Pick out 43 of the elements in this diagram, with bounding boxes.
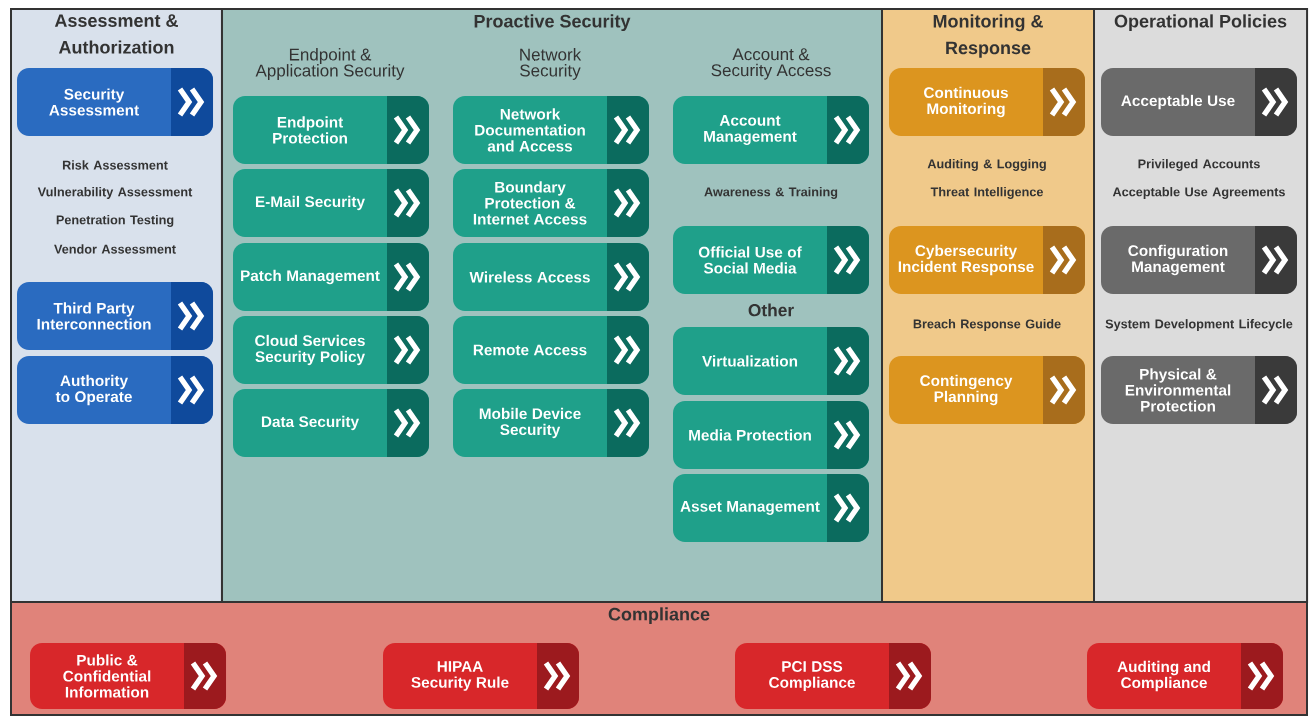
chevron-button: Cloud Services Security Policy — [233, 316, 429, 384]
chevron-button: Patch Management — [233, 243, 429, 311]
item-text: Awareness & Training — [704, 187, 838, 199]
column-heading: Account & Security Access — [711, 48, 831, 80]
chevron-button: Boundary Protection & Internet Access — [453, 169, 649, 237]
chevron-button: Endpoint Protection — [233, 96, 429, 164]
item-text: Breach Response Guide — [913, 319, 1061, 331]
chevron-button: Auditing and Compliance — [1087, 643, 1283, 709]
chevron-button: Wireless Access — [453, 243, 649, 311]
item-text: System Development Lifecycle — [1105, 319, 1293, 331]
item-text: Privileged Accounts — [1138, 159, 1260, 171]
chevron-button: Continuous Monitoring — [889, 68, 1085, 136]
item-text: Risk Assessment — [62, 160, 168, 170]
chevron-button: Media Protection — [673, 401, 869, 469]
item-text: Threat Intelligence — [930, 187, 1043, 199]
chevron-button: HIPAA Security Rule — [383, 643, 579, 709]
item-text: Auditing & Logging — [927, 159, 1046, 171]
chevron-button: Asset Management — [673, 474, 869, 542]
chevron-button: Cybersecurity Incident Response — [889, 226, 1085, 294]
item-text: Acceptable Use Agreements — [1112, 187, 1285, 199]
chevron-button: E-Mail Security — [233, 169, 429, 237]
item-text: Vulnerability Assessment — [37, 187, 193, 199]
column-heading: Endpoint & Application Security — [255, 48, 405, 80]
chevron-button: Acceptable Use — [1101, 68, 1297, 136]
chevron-button: Official Use of Social Media — [673, 226, 869, 294]
chevron-button: Network Documentation and Access — [453, 96, 649, 164]
item-text: Penetration Testing — [56, 215, 174, 227]
item-text: Vendor Assessment — [54, 244, 176, 254]
chevron-button: PCI DSS Compliance — [735, 643, 931, 709]
chevron-button: Contingency Planning — [889, 356, 1085, 424]
chevron-button: Third Party Interconnection — [17, 282, 213, 350]
chevron-button: Authority to Operate — [17, 356, 213, 424]
chevron-button: Virtualization — [673, 327, 869, 395]
chevron-button: Data Security — [233, 389, 429, 457]
chevron-button: Remote Access — [453, 316, 649, 384]
chevron-button: Mobile Device Security — [453, 389, 649, 457]
column-heading: Network Security — [520, 48, 582, 80]
chevron-button: Security Assessment — [17, 68, 213, 136]
chevron-button: Physical & Environmental Protection — [1101, 356, 1297, 424]
chevron-button: Configuration Management — [1101, 226, 1297, 294]
column-heading: Other — [748, 303, 794, 317]
chevron-button: Account Management — [673, 96, 869, 164]
chevron-button: Public & Confidential Information — [30, 643, 226, 709]
